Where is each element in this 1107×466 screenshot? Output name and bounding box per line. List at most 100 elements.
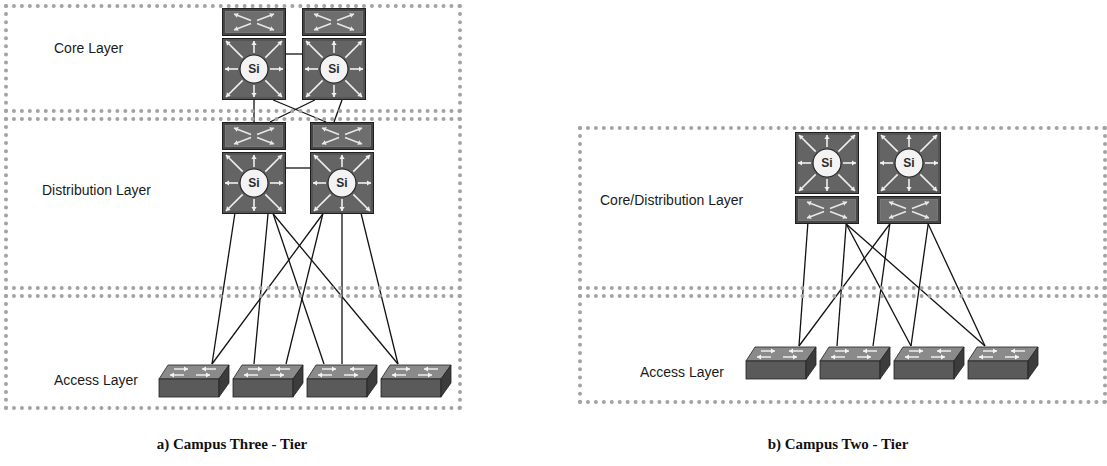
switch-icon (380, 364, 452, 398)
icon-arrowhead (234, 26, 239, 31)
switch-top (820, 347, 890, 361)
multilayer-switch: Si (302, 8, 366, 100)
icon-arrow (226, 194, 243, 211)
icon-arrowhead (905, 354, 909, 359)
icon-arrowhead (349, 26, 354, 31)
chassis-face (314, 126, 371, 147)
switch-side (806, 347, 816, 379)
chassis-face (306, 12, 363, 33)
link-line (361, 214, 398, 364)
icon-arrowhead (339, 207, 344, 211)
chassis (223, 123, 286, 150)
icon-arrow (353, 194, 370, 211)
icon-arrowhead (867, 354, 871, 359)
icon-arrowhead (428, 372, 432, 377)
switch-label: Si (795, 155, 859, 171)
icon-arrowhead (357, 41, 362, 46)
link-line (799, 224, 890, 346)
icon-arrowhead (306, 92, 311, 97)
icon-arrow (807, 202, 824, 209)
icon-arrowhead (331, 93, 336, 97)
switch-label: Si (222, 175, 286, 191)
router-body (796, 133, 859, 194)
icon-arrowhead (881, 186, 886, 191)
icon-arrow (314, 14, 331, 21)
access-switch (967, 346, 1039, 380)
icon-arrowhead (359, 66, 363, 71)
switch-front (307, 379, 367, 397)
link-line (928, 224, 985, 346)
router-body (303, 39, 366, 100)
icon-arrowhead (234, 13, 239, 18)
layer-label: Core/Distribution Layer (600, 192, 743, 208)
icon-arrowhead (206, 372, 210, 377)
link-line (270, 100, 315, 122)
icon-arrow (337, 14, 354, 21)
access-switch (380, 364, 452, 398)
link-line (286, 167, 310, 168)
multilayer-switch-icon (310, 122, 374, 214)
link-line (873, 224, 890, 346)
icon-arrowhead (906, 187, 911, 191)
switch-icon (967, 346, 1039, 380)
icon-arrowhead (314, 13, 319, 18)
link-line (286, 214, 323, 364)
icon-arrow (226, 80, 243, 97)
icon-arrowhead (889, 214, 894, 219)
icon-arrow (322, 128, 339, 135)
icon-arrowhead (357, 92, 362, 97)
icon-arrowhead (225, 66, 229, 71)
icon-arrowhead (277, 92, 282, 97)
icon-arrowhead (331, 41, 336, 45)
icon-arrowhead (313, 180, 317, 185)
icon-arrowhead (251, 93, 256, 97)
icon-arrow (265, 155, 282, 172)
switch-icon (893, 346, 965, 380)
icon-arrowhead (793, 354, 797, 359)
multilayer-switch: Si (222, 8, 286, 100)
layer-band: Access Layer (4, 294, 462, 410)
icon-arrow (889, 212, 906, 219)
icon-arrowhead (226, 155, 231, 160)
router-body (878, 133, 941, 194)
icon-arrowhead (276, 366, 280, 371)
icon-arrow (799, 135, 816, 152)
icon-arrow (345, 128, 362, 135)
icon-arrowhead (924, 214, 929, 219)
icon-arrowhead (234, 127, 239, 132)
icon-arrowhead (937, 348, 941, 353)
layer-label: Access Layer (54, 372, 138, 388)
icon-arrowhead (279, 180, 283, 185)
switch-label: Si (877, 155, 941, 171)
link-line (286, 53, 302, 54)
icon-arrow (881, 174, 898, 191)
chassis-face (799, 200, 856, 221)
icon-arrowhead (831, 354, 835, 359)
switch-side (367, 365, 377, 397)
icon-arrowhead (850, 186, 855, 191)
icon-arrowhead (339, 155, 344, 159)
icon-arrow (234, 14, 251, 21)
switch-side (441, 365, 451, 397)
multilayer-switch: Si (310, 122, 374, 214)
layer-label: Distribution Layer (42, 182, 151, 198)
icon-arrow (912, 212, 929, 219)
layer-band: Core LayerSiSi (4, 4, 462, 113)
icon-arrowhead (314, 206, 319, 211)
icon-arrowhead (799, 186, 804, 191)
icon-arrowhead (251, 41, 256, 45)
icon-arrowhead (277, 155, 282, 160)
switch-side (954, 347, 964, 379)
layer-band: Core/Distribution Layer Si Si (578, 126, 1107, 290)
icon-arrowhead (889, 201, 894, 206)
switch-side (293, 365, 303, 397)
icon-arrow (830, 212, 847, 219)
icon-arrowhead (789, 348, 793, 353)
icon-arrow (345, 80, 362, 97)
icon-arrowhead (881, 135, 886, 140)
switch-side (880, 347, 890, 379)
icon-arrowhead (1011, 348, 1015, 353)
icon-arrowhead (845, 348, 849, 353)
icon-arrowhead (993, 348, 997, 353)
